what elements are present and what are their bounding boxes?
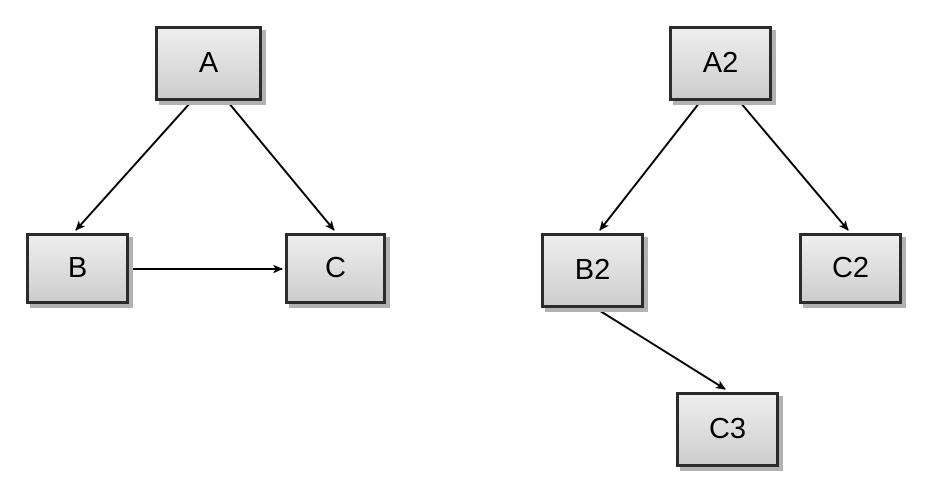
edge-b2-to-c3: [596, 308, 726, 390]
node-a2[interactable]: A2: [669, 26, 772, 101]
node-box-b[interactable]: [26, 233, 129, 304]
node-a[interactable]: A: [155, 26, 262, 101]
node-box-b2[interactable]: [541, 233, 644, 308]
node-box-c3[interactable]: [676, 392, 779, 467]
node-box-a[interactable]: [155, 26, 262, 101]
node-box-c[interactable]: [285, 233, 386, 304]
node-b[interactable]: B: [26, 233, 129, 304]
edge-a-to-c: [227, 101, 335, 231]
node-box-c2[interactable]: [799, 233, 902, 304]
edge-a2-to-c2: [739, 101, 849, 231]
edge-a-to-b: [75, 101, 192, 231]
node-c3[interactable]: C3: [676, 392, 779, 467]
edge-a2-to-b2: [599, 101, 701, 231]
node-c2[interactable]: C2: [799, 233, 902, 304]
node-box-a2[interactable]: [669, 26, 772, 101]
node-b2[interactable]: B2: [541, 233, 644, 308]
node-c[interactable]: C: [285, 233, 386, 304]
edge-layer: [75, 101, 849, 390]
